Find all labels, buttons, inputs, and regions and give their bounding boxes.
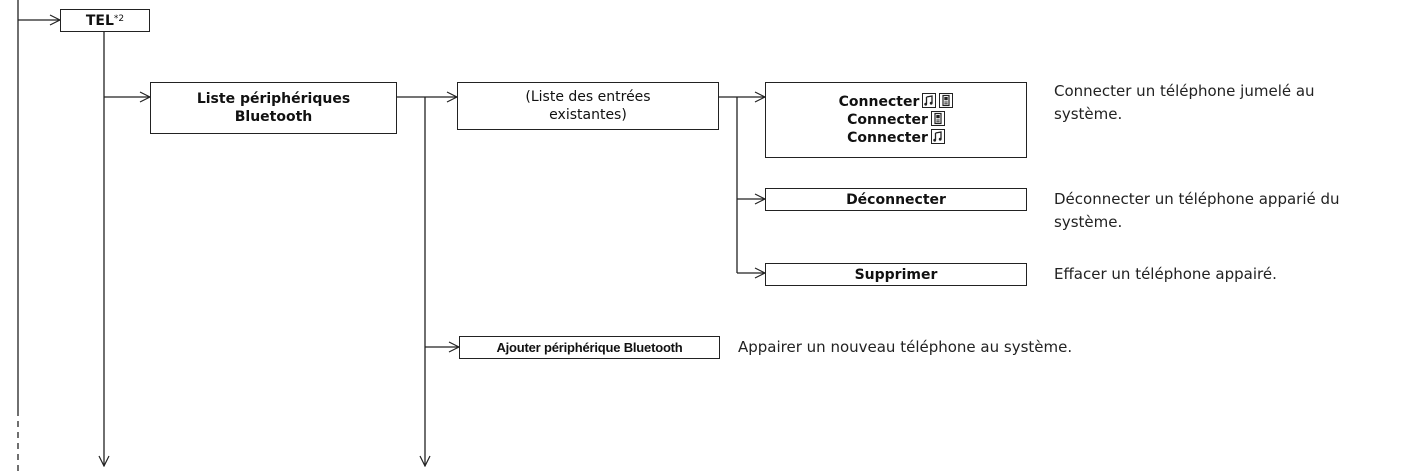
disconnect-description: Déconnecter un téléphone apparié du syst… — [1054, 188, 1404, 234]
disconnect-node: Déconnecter — [765, 188, 1027, 211]
delete-label: Supprimer — [854, 266, 938, 283]
connect-description: Connecter un téléphone jumelé au système… — [1054, 80, 1394, 126]
connect-both-row: Connecter — [839, 93, 954, 111]
connect-phone-label: Connecter — [847, 112, 928, 128]
tel-label: TEL — [85, 12, 114, 29]
tel-footnote: *2 — [113, 13, 125, 24]
disconnect-description-line1: Déconnecter un téléphone apparié du — [1054, 190, 1340, 208]
device-list-label-line2: Bluetooth — [234, 109, 313, 125]
existing-entries-node: (Liste des entrées existantes) — [457, 82, 719, 130]
add-device-description: Appairer un nouveau téléphone au système… — [738, 338, 1073, 356]
phone-icon — [939, 93, 954, 108]
music-note-icon — [922, 93, 937, 108]
delete-node: Supprimer — [765, 263, 1027, 286]
disconnect-description-line2: système. — [1054, 213, 1123, 231]
connect-node: Connecter Connecter Connecter — [765, 82, 1027, 158]
device-list-node: Liste périphériques Bluetooth — [150, 82, 397, 134]
connect-audio-row: Connecter — [847, 129, 945, 147]
music-note-icon — [930, 129, 945, 144]
connect-phone-row: Connecter — [847, 111, 945, 129]
delete-description: Effacer un téléphone appairé. — [1054, 265, 1277, 283]
tel-node: TEL*2 — [60, 9, 150, 32]
connect-description-line1: Connecter un téléphone jumelé au — [1054, 82, 1315, 100]
existing-entries-line2: existantes) — [549, 107, 627, 123]
phone-icon — [930, 111, 945, 126]
connect-audio-label: Connecter — [847, 130, 928, 146]
connect-both-label: Connecter — [838, 94, 920, 110]
add-device-node: Ajouter périphérique Bluetooth — [459, 336, 720, 359]
disconnect-label: Déconnecter — [846, 191, 946, 208]
connect-description-line2: système. — [1054, 105, 1123, 123]
existing-entries-line1: (Liste des entrées — [525, 89, 651, 105]
add-device-label: Ajouter périphérique Bluetooth — [496, 339, 683, 355]
device-list-label-line1: Liste périphériques — [196, 91, 351, 107]
